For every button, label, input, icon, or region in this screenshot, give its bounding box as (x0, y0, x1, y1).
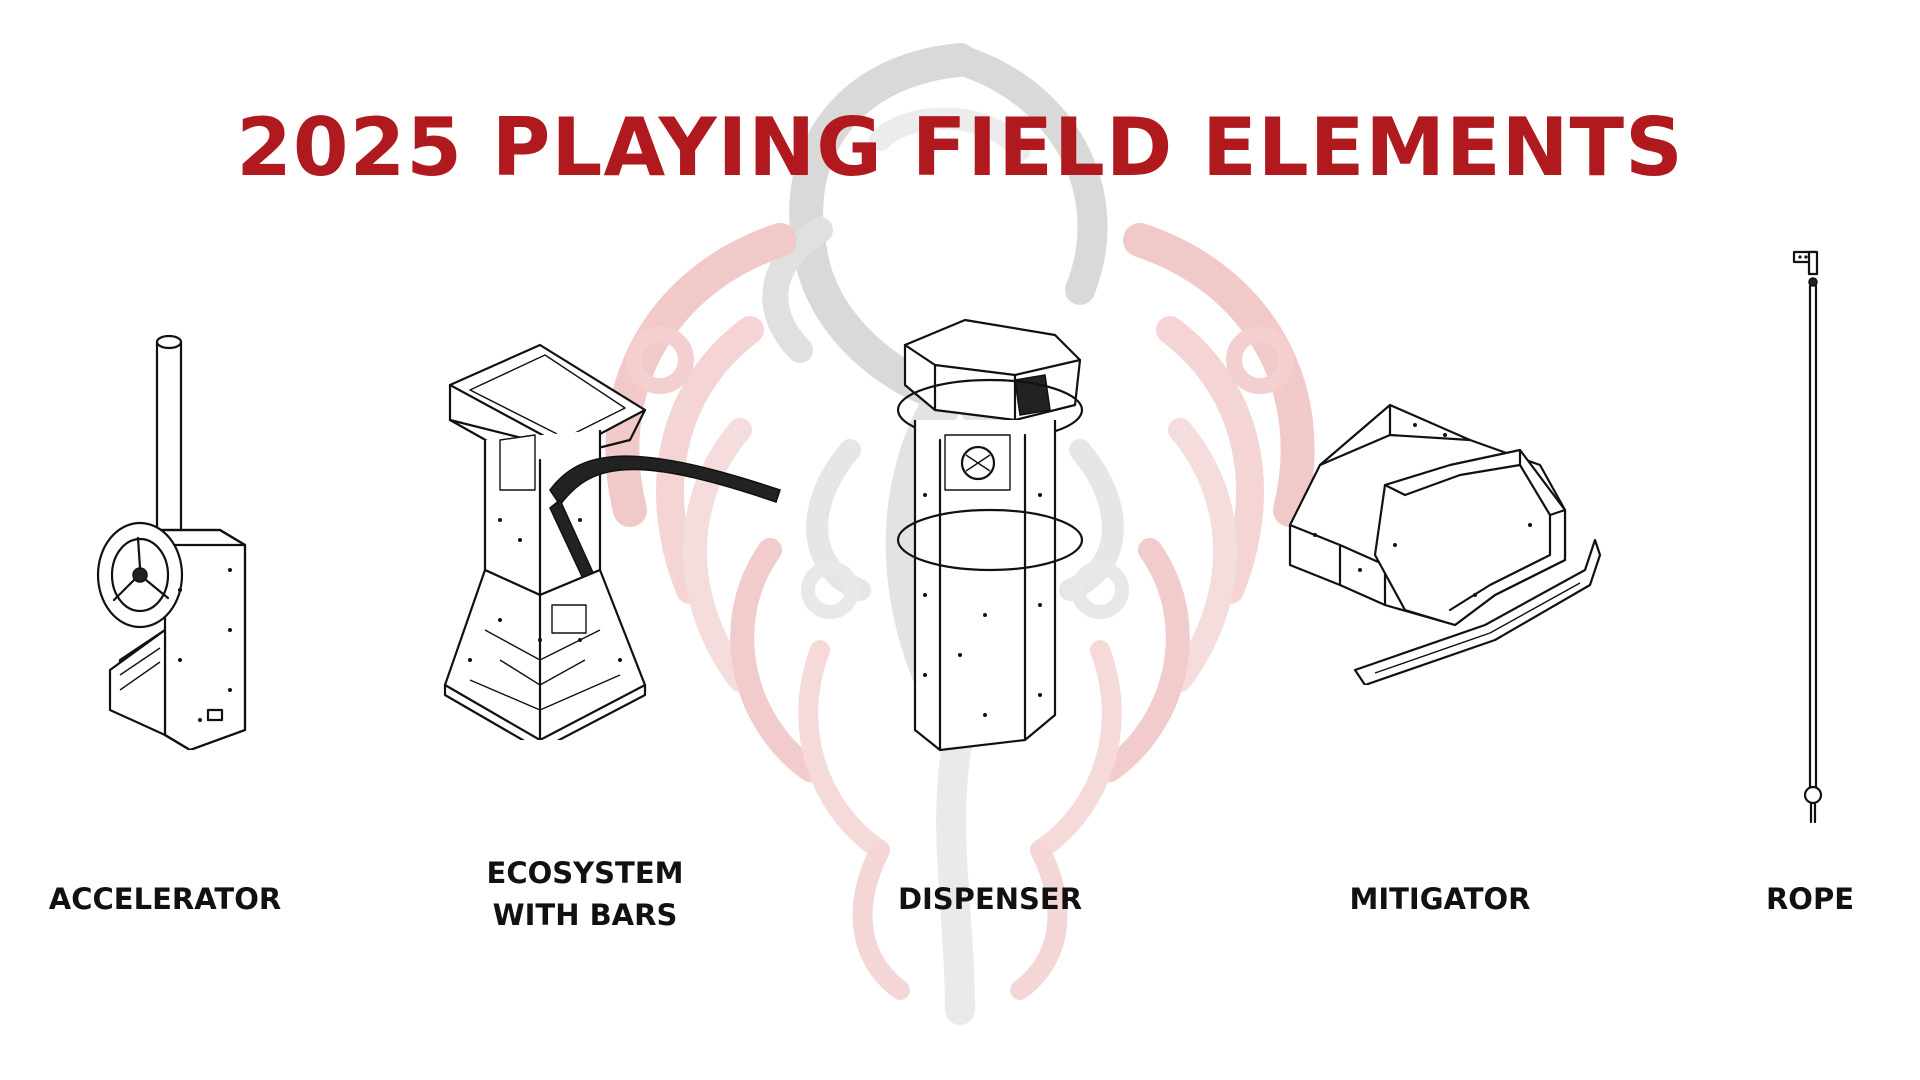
label-line: DISPENSER (897, 882, 1083, 916)
accelerator-drawing (96, 334, 247, 750)
mitigator-drawing (1288, 403, 1602, 685)
label-line: MITIGATOR (1349, 882, 1531, 916)
element-label: ROPE (1740, 878, 1880, 920)
label-line: WITH BARS (492, 898, 678, 932)
page-title: 2025 PLAYING FIELD ELEMENTS (236, 101, 1684, 194)
element-label: DISPENSER (870, 878, 1110, 920)
element-label: MITIGATOR (1320, 878, 1560, 920)
label-line: ACCELERATOR (48, 882, 282, 916)
rope-drawing (1792, 250, 1823, 824)
label-line: ROPE (1765, 882, 1855, 916)
ecosystem-with-bars-drawing (443, 343, 781, 740)
label-line: ECOSYSTEM (486, 856, 684, 890)
element-label: ACCELERATOR (40, 878, 290, 920)
dispenser-drawing (896, 318, 1084, 752)
element-label: ECOSYSTEM WITH BARS (460, 852, 710, 936)
